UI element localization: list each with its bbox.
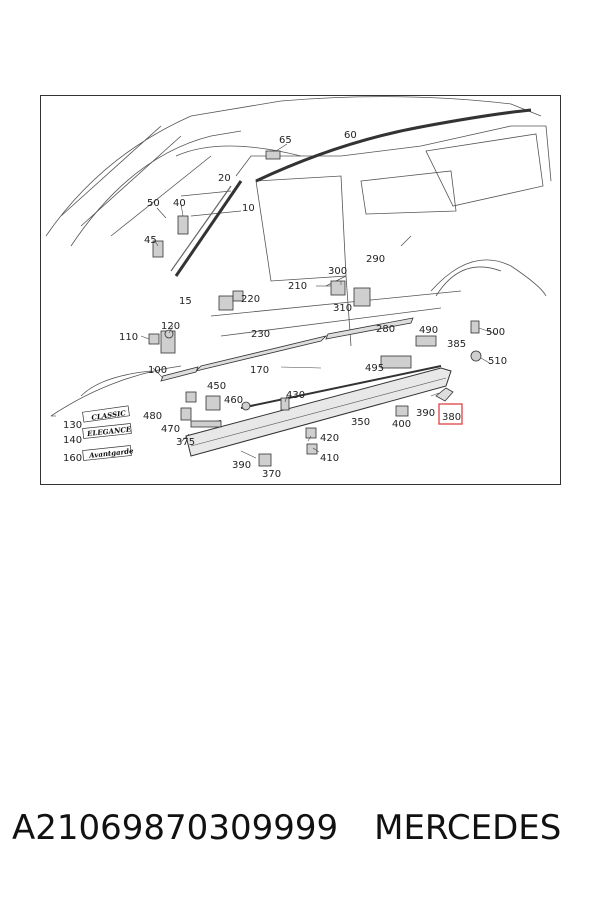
- label-350: 350: [351, 417, 370, 428]
- label-60: 60: [344, 130, 357, 141]
- part-labels: 65 60 20 50 40 10 45 15 300 290 210 220 …: [63, 130, 507, 480]
- label-300: 300: [328, 266, 347, 277]
- label-500: 500: [486, 327, 505, 338]
- label-160: 160: [63, 453, 82, 464]
- label-170: 170: [250, 365, 269, 376]
- label-230: 230: [251, 329, 270, 340]
- label-400: 400: [392, 419, 411, 430]
- label-140: 140: [63, 435, 82, 446]
- label-390-bottom: 390: [232, 460, 251, 471]
- label-450: 450: [207, 381, 226, 392]
- label-410: 410: [320, 453, 339, 464]
- label-40: 40: [173, 198, 186, 209]
- label-210: 210: [288, 281, 307, 292]
- label-290: 290: [366, 254, 385, 265]
- label-370: 370: [262, 469, 281, 480]
- label-10: 10: [242, 203, 255, 214]
- caption: A21069870309999 MERCEDES: [12, 808, 592, 858]
- highlight-box-380: [438, 403, 463, 425]
- badge-elegance: ELEGANCE: [82, 423, 132, 439]
- label-280: 280: [376, 324, 395, 335]
- label-385: 385: [447, 339, 466, 350]
- label-470: 470: [161, 424, 180, 435]
- label-380: 380: [442, 412, 461, 423]
- clip-parts: [148, 150, 482, 467]
- label-15: 15: [179, 296, 192, 307]
- label-65: 65: [279, 135, 292, 146]
- sill-panel-trim: [190, 377, 447, 447]
- diagram-frame: CLASSIC ELEGANCE Avantgarde: [40, 95, 561, 485]
- label-45: 45: [144, 235, 157, 246]
- badge-avantgarde: Avantgarde: [82, 445, 134, 461]
- label-110: 110: [119, 332, 138, 343]
- label-310: 310: [333, 303, 352, 314]
- part-number: A21069870309999: [12, 808, 339, 848]
- label-100: 100: [148, 365, 167, 376]
- label-495: 495: [365, 363, 384, 374]
- roof-rail: [255, 108, 532, 183]
- badge-classic: CLASSIC: [82, 405, 130, 423]
- part-380-shape: [435, 387, 454, 402]
- label-20: 20: [218, 173, 231, 184]
- label-390-right: 390: [416, 408, 435, 419]
- label-490: 490: [419, 325, 438, 336]
- sill-strip: [240, 365, 442, 409]
- label-220: 220: [241, 294, 260, 305]
- parts-diagram: CLASSIC ELEGANCE Avantgarde: [45, 96, 552, 480]
- leader-lines: [51, 143, 497, 459]
- label-480: 480: [143, 411, 162, 422]
- label-510: 510: [488, 356, 507, 367]
- label-420: 420: [320, 433, 339, 444]
- label-375: 375: [176, 437, 195, 448]
- label-430: 430: [286, 390, 305, 401]
- pillar-strip: [174, 180, 243, 277]
- pillar-strip-inner: [170, 185, 232, 272]
- label-460: 460: [224, 395, 243, 406]
- label-130: 130: [63, 420, 82, 431]
- car-outline: [45, 96, 552, 417]
- label-120: 120: [161, 321, 180, 332]
- door-moulding-rear: [325, 317, 414, 340]
- brand-name: MERCEDES: [374, 808, 562, 848]
- label-50: 50: [147, 198, 160, 209]
- door-moulding-front: [194, 335, 328, 372]
